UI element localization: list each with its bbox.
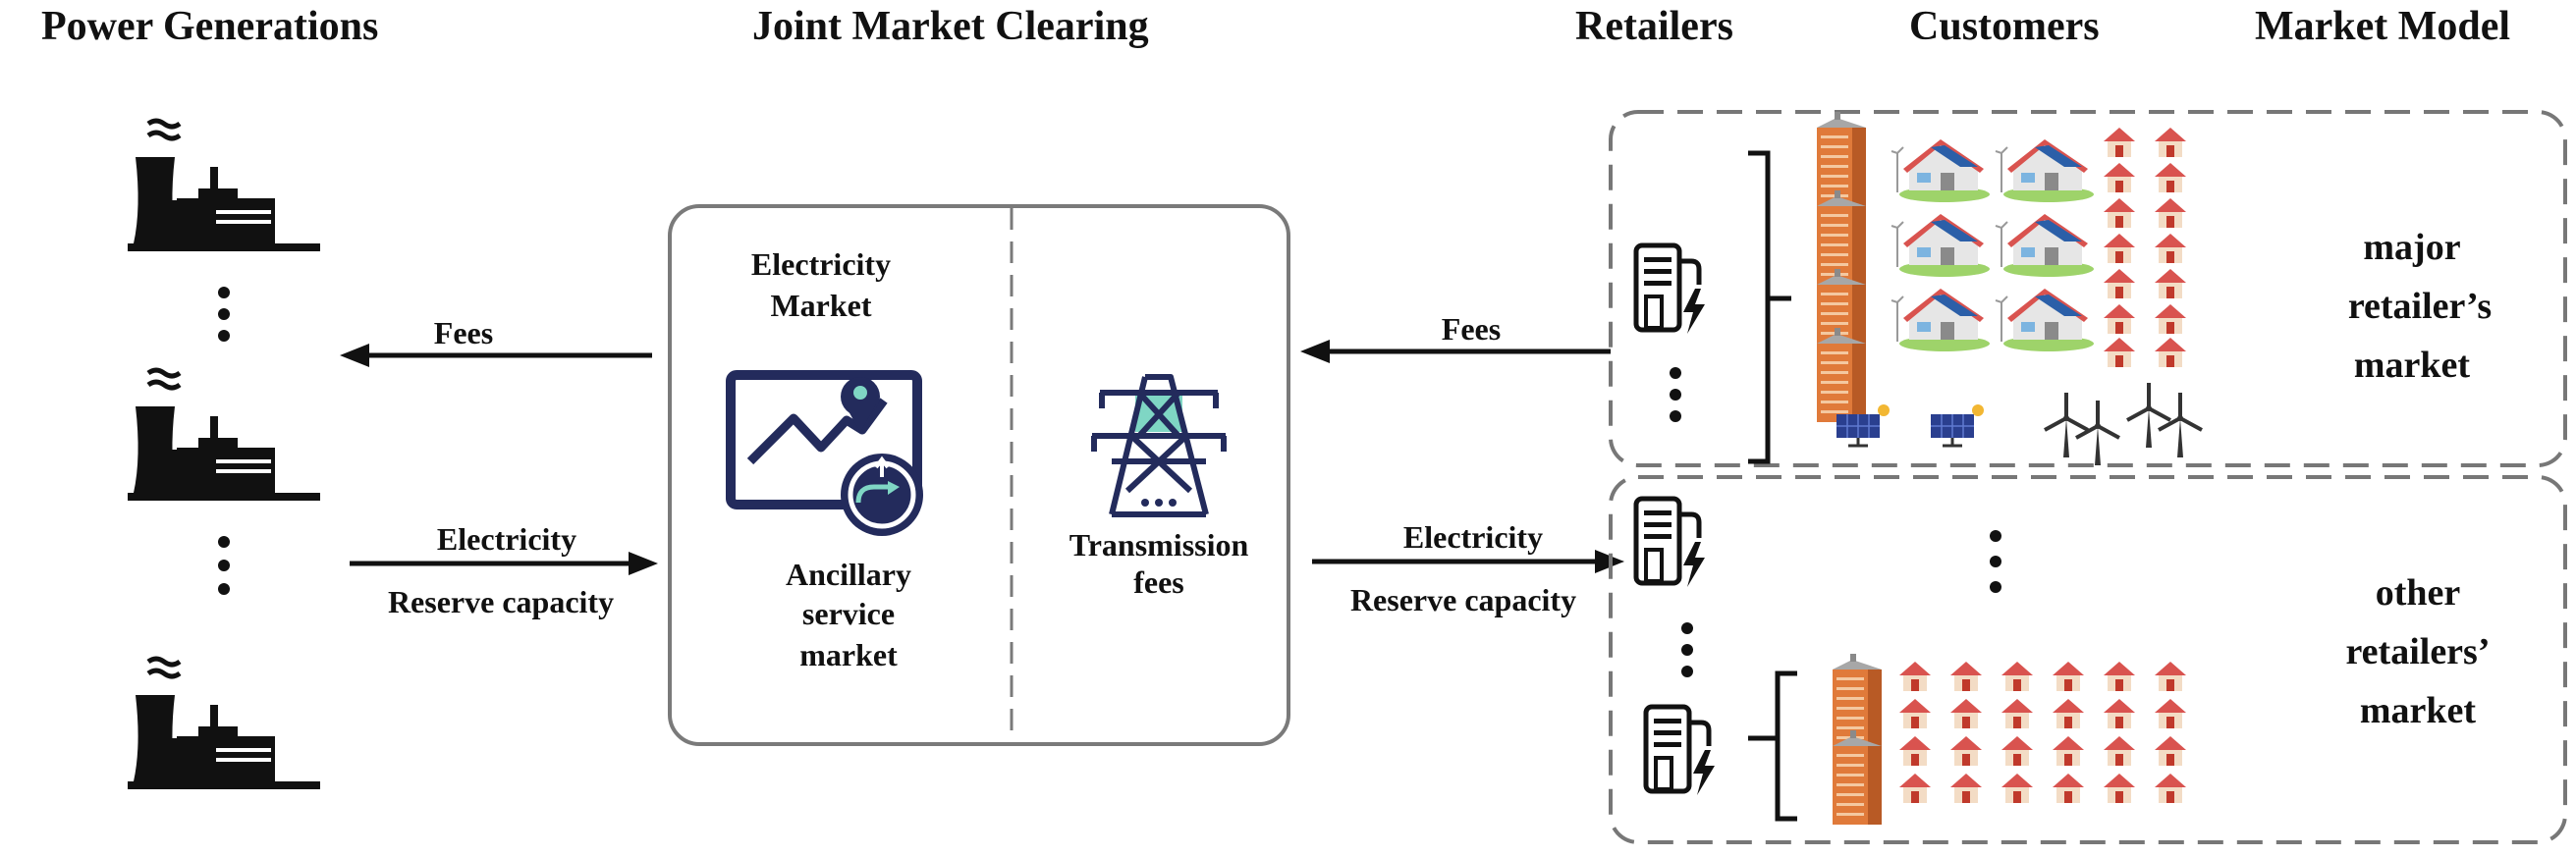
transmission-tower-icon <box>1091 374 1227 517</box>
commercial-building-icon <box>1817 190 1866 285</box>
retailer-bracket <box>1748 150 1791 464</box>
transmission-label: Transmission <box>1069 527 1249 562</box>
header-joint-market-clearing: Joint Market Clearing <box>752 4 1149 49</box>
major-retailer-box <box>1609 110 2567 467</box>
commercial-building-icon <box>1817 328 1866 422</box>
electricity-market-label: Electricity <box>751 246 891 282</box>
solar-house-icon <box>1891 288 1991 352</box>
left-fees-arrowhead <box>340 344 369 367</box>
major-market-label: retailer’s <box>2348 286 2492 327</box>
solar-panel-icon <box>1929 402 1986 448</box>
other-market-label: market <box>2360 690 2477 731</box>
commercial-building-icon <box>1833 654 1882 748</box>
commercial-building-icon <box>1817 112 1866 206</box>
power-plant-icon <box>128 121 320 251</box>
solar-house-icon <box>1995 288 2095 352</box>
ellipsis-dots <box>1670 367 1681 422</box>
left-electricity-label: Electricity <box>437 521 576 557</box>
wind-turbine-icon <box>2125 381 2172 450</box>
joint-market-box <box>668 204 1290 746</box>
left-electricity-arrowhead <box>629 552 658 575</box>
wind-turbine-icon <box>2074 399 2121 467</box>
header-retailers: Retailers <box>1575 4 1733 49</box>
power-plant-icon <box>128 659 320 789</box>
header-market-model: Market Model <box>2255 4 2510 49</box>
retailer-icon <box>1636 245 1705 334</box>
solar-house-icon <box>1891 213 1991 278</box>
major-market-label: major <box>2363 227 2460 268</box>
retailer-icon <box>1636 499 1705 587</box>
transmission-label: fees <box>1133 564 1184 600</box>
right-fees-label: Fees <box>1442 311 1501 347</box>
ancillary-label: market <box>799 637 898 672</box>
power-plant-icon <box>128 370 320 501</box>
retailer-icon <box>1646 707 1715 795</box>
residential-houses <box>2104 128 2186 367</box>
wind-turbine-icon <box>2043 391 2090 459</box>
ellipsis-dots <box>1681 530 2001 677</box>
other-retailers-box <box>1609 475 2567 844</box>
ancillary-label: Ancillary <box>786 557 911 592</box>
right-fees-arrowhead <box>1300 340 1330 363</box>
right-electricity-label: Electricity <box>1403 519 1543 555</box>
header-power-generations: Power Generations <box>41 4 378 49</box>
tower-base-dots <box>1141 499 1177 507</box>
residential-houses <box>1899 662 2186 803</box>
ellipsis-dots <box>218 287 230 595</box>
solar-house-icon <box>1891 138 1991 203</box>
commercial-building-icon <box>1833 730 1882 825</box>
left-reserve-label: Reserve capacity <box>388 584 614 619</box>
retailer-bracket <box>1748 670 1797 822</box>
right-reserve-label: Reserve capacity <box>1350 582 1576 617</box>
major-market-label: market <box>2354 345 2471 386</box>
header-customers: Customers <box>1909 4 2100 49</box>
market-chart-icon <box>726 370 923 536</box>
solar-house-icon <box>1995 138 2095 203</box>
left-fees-label: Fees <box>434 315 493 350</box>
other-market-label: other <box>2376 572 2461 614</box>
ancillary-label: service <box>802 596 895 631</box>
other-market-label: retailers’ <box>2346 631 2491 672</box>
solar-house-icon <box>1995 213 2095 278</box>
electricity-market-label: Market <box>770 288 871 323</box>
wind-turbine-icon <box>2157 391 2204 459</box>
